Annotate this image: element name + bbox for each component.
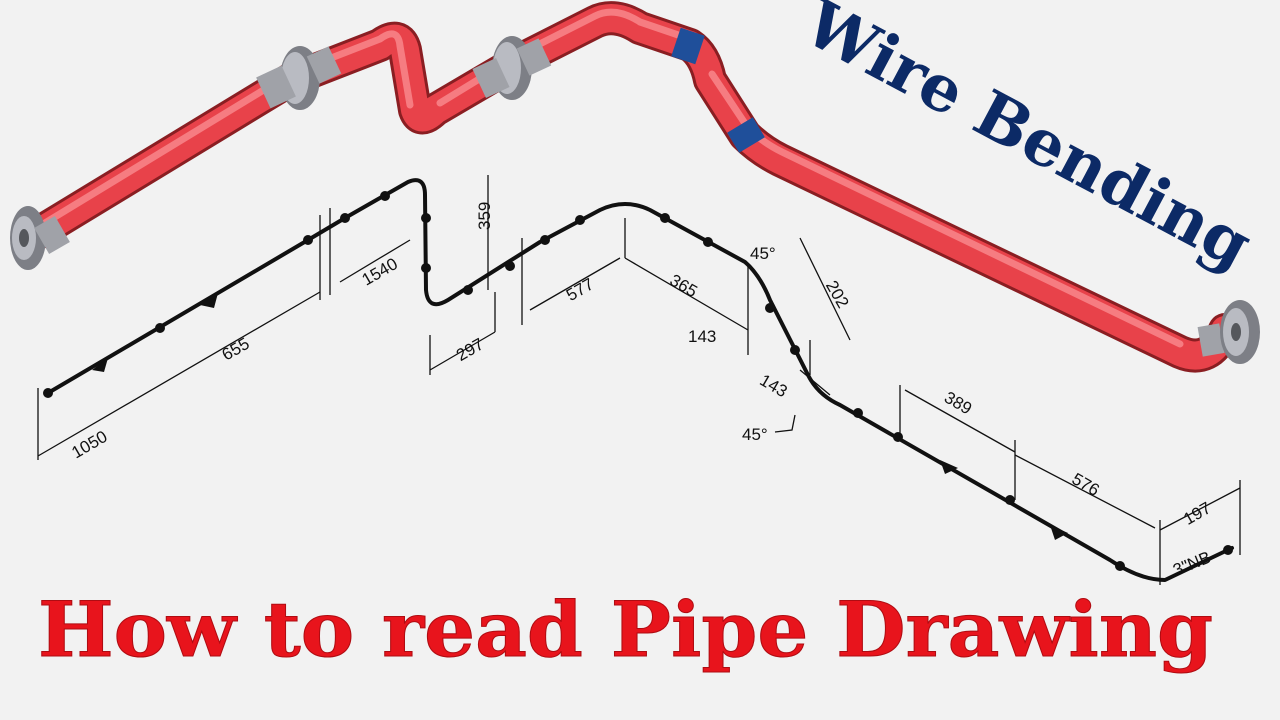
isometric-line-drawing: 1050 655 1540 359 297 577 365 143 143 20… (37, 175, 1241, 585)
dim-655: 655 (219, 334, 253, 365)
pipe-size-label: 3"NB (1170, 548, 1213, 580)
main-title: How to read Pipe Drawing (38, 585, 1213, 674)
dimension-lines (37, 175, 1241, 585)
flange-middle-1 (256, 46, 342, 110)
dim-1540: 1540 (359, 254, 401, 289)
pipe-highlight (36, 8, 1184, 348)
flow-arrows (92, 293, 1068, 540)
angle-45-bottom: 45° (742, 425, 768, 444)
weld-points (43, 191, 1233, 571)
dim-359: 359 (475, 202, 494, 230)
pipe-body (26, 4, 1239, 370)
wire-bending-title: Wire Bending (792, 0, 1264, 284)
flange-left (10, 206, 70, 270)
dim-143-top: 143 (688, 327, 716, 346)
dim-365: 365 (667, 271, 701, 302)
dim-576: 576 (1069, 469, 1103, 500)
bend-band-1 (671, 27, 705, 65)
dim-202: 202 (822, 277, 853, 311)
dim-1050: 1050 (68, 427, 110, 462)
dim-577: 577 (563, 274, 597, 305)
bend-band-2 (727, 117, 765, 153)
dim-197: 197 (1180, 498, 1214, 529)
flange-right (1197, 300, 1260, 364)
pipe-route-line (46, 178, 1234, 582)
pipe-3d-model (10, 1, 1260, 373)
dim-143-bottom: 143 (757, 371, 791, 402)
angle-45-top: 45° (750, 244, 776, 263)
flange-middle-2 (472, 36, 552, 100)
